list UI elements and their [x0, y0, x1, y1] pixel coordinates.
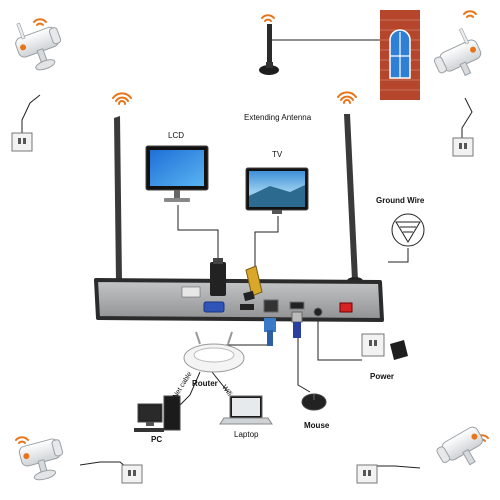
wifi-signal-icon	[15, 10, 489, 444]
nvr-recorder	[94, 278, 384, 322]
tv-icon	[245, 167, 309, 214]
camera-bottom-right	[436, 426, 483, 466]
lan-cable-icon	[264, 318, 276, 346]
label-lcd: LCD	[168, 131, 185, 140]
outlet-bottom-left	[121, 464, 143, 484]
antenna-right	[344, 114, 358, 280]
label-ground-wire: Ground Wire	[376, 196, 425, 205]
dc-power-jack	[313, 307, 323, 317]
laptop-icon	[219, 395, 273, 425]
camera-top-right	[433, 27, 482, 77]
ground-symbol-icon	[391, 213, 425, 247]
label-extending-antenna: Extending Antenna	[244, 113, 312, 122]
ground-wire-line	[388, 248, 409, 263]
bullet-camera-icon	[15, 22, 483, 481]
label-mouse: Mouse	[304, 421, 330, 430]
hdmi-port	[240, 304, 254, 310]
antenna-icon	[111, 114, 363, 287]
power-switch	[339, 302, 353, 313]
label-pc: PC	[151, 435, 163, 444]
lan-port	[263, 299, 279, 313]
magnetic-antenna-icon	[259, 24, 279, 75]
wall-outlet-icon	[11, 132, 474, 484]
vga-cable-line	[177, 205, 219, 262]
outlet-top-left	[11, 132, 33, 152]
usb-cable-icon	[291, 311, 303, 338]
label-tv: TV	[272, 150, 283, 159]
outlet-top-right	[452, 137, 474, 157]
cam-tl-cable	[21, 94, 41, 133]
router-laptop-line	[211, 371, 229, 393]
hdmi-connector-icon	[243, 265, 263, 302]
hdmi-cable-line	[254, 216, 279, 268]
antenna-left	[114, 116, 122, 282]
power-line	[317, 320, 362, 361]
label-laptop: Laptop	[234, 430, 259, 439]
camera-top-left	[15, 22, 62, 71]
brick-wall-icon	[380, 10, 420, 100]
router-pc-line	[179, 371, 201, 406]
label-power: Power	[370, 372, 395, 381]
usb-mouse-line	[297, 338, 311, 393]
power-plug-icon	[390, 340, 408, 360]
vga-connector-icon	[210, 258, 226, 296]
lcd-monitor-icon	[145, 145, 209, 202]
mouse-icon	[301, 393, 327, 411]
caution-label	[181, 286, 201, 298]
outlet-power	[361, 333, 385, 357]
router-icon	[183, 331, 245, 373]
pc-icon	[134, 395, 181, 432]
usb-port	[289, 301, 305, 310]
outlet-bottom-right	[356, 464, 378, 484]
camera-bottom-left	[18, 438, 64, 481]
vga-port	[203, 301, 225, 313]
label-router: Router	[192, 379, 218, 388]
cam-tr-cable	[461, 97, 473, 138]
